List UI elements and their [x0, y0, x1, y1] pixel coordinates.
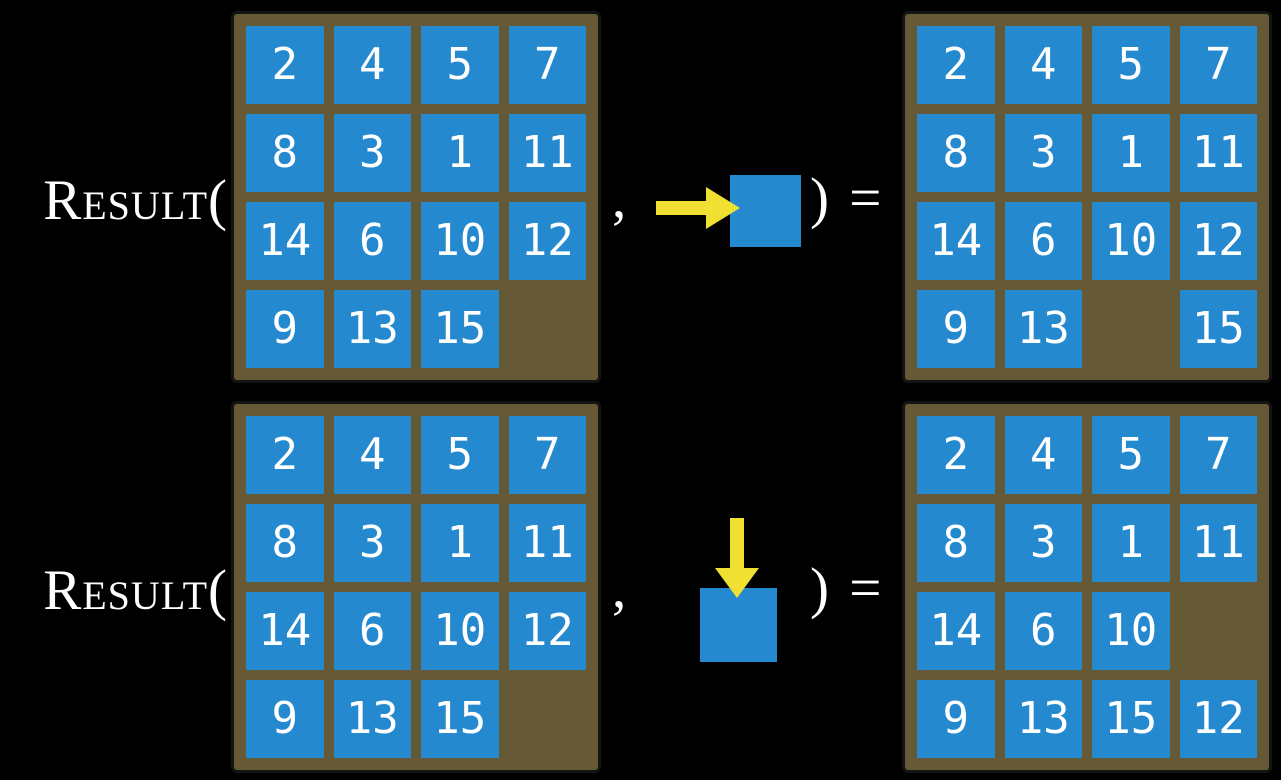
puzzle-tile: 9 [246, 290, 324, 368]
puzzle-tile: 11 [508, 504, 586, 582]
comma-separator: , [612, 557, 627, 620]
puzzle-tile: 5 [421, 26, 499, 104]
puzzle-tile: 14 [246, 202, 324, 280]
puzzle-tile: 10 [421, 592, 499, 670]
puzzle-tile: 8 [917, 504, 995, 582]
puzzle-tile: 2 [246, 416, 324, 494]
puzzle-tile: 7 [508, 26, 586, 104]
empty-cell [1092, 290, 1170, 368]
puzzle-tile: 13 [333, 290, 411, 368]
puzzle-tile: 10 [1092, 592, 1170, 670]
puzzle-tile: 9 [917, 290, 995, 368]
result-function-label: Result( [43, 169, 228, 232]
close-paren-equals: ) = [810, 557, 885, 620]
puzzle-tile: 8 [917, 114, 995, 192]
puzzle-tile: 1 [421, 114, 499, 192]
puzzle-tile: 4 [1004, 26, 1082, 104]
puzzle-tile: 12 [1179, 202, 1257, 280]
puzzle-tile: 7 [1179, 26, 1257, 104]
close-paren-equals: ) = [810, 167, 885, 230]
arrow-right-icon [656, 187, 740, 229]
puzzle-tile: 13 [1004, 290, 1082, 368]
comma-separator: , [612, 167, 627, 230]
result-function-label: Result( [43, 559, 228, 622]
puzzle-tile: 5 [421, 416, 499, 494]
puzzle-tile: 11 [508, 114, 586, 192]
puzzle-tile: 12 [1179, 680, 1257, 758]
puzzle-tile: 12 [508, 202, 586, 280]
empty-cell [1180, 592, 1258, 670]
tile-square-icon [730, 175, 801, 247]
puzzle-tile: 3 [1004, 504, 1082, 582]
empty-cell [509, 290, 587, 368]
puzzle-tile: 4 [333, 416, 411, 494]
puzzle-tile: 6 [333, 202, 411, 280]
puzzle-tile: 5 [1092, 26, 1170, 104]
puzzle-tile: 8 [246, 114, 324, 192]
arrow-down-icon [715, 518, 759, 598]
puzzle-tile: 13 [1004, 680, 1082, 758]
puzzle-tile: 3 [333, 504, 411, 582]
puzzle-tile: 15 [1179, 290, 1257, 368]
puzzle-tile: 15 [421, 680, 499, 758]
puzzle-tile: 3 [1004, 114, 1082, 192]
puzzle-tile: 6 [333, 592, 411, 670]
puzzle-tile: 3 [333, 114, 411, 192]
puzzle-tile: 14 [246, 592, 324, 670]
puzzle-tile: 13 [333, 680, 411, 758]
puzzle-tile: 6 [1004, 592, 1082, 670]
puzzle-tile: 9 [246, 680, 324, 758]
puzzle-tile: 2 [917, 416, 995, 494]
puzzle-tile: 12 [508, 592, 586, 670]
puzzle-tile: 10 [1092, 202, 1170, 280]
puzzle-tile: 11 [1179, 504, 1257, 582]
action-move-right [640, 168, 810, 258]
puzzle-tile: 4 [1004, 416, 1082, 494]
puzzle-tile: 9 [917, 680, 995, 758]
puzzle-tile: 4 [333, 26, 411, 104]
puzzle-tile: 1 [1092, 504, 1170, 582]
puzzle-tile: 10 [421, 202, 499, 280]
puzzle-tile: 15 [1092, 680, 1170, 758]
puzzle-tile: 15 [421, 290, 499, 368]
puzzle-tile: 11 [1179, 114, 1257, 192]
puzzle-tile: 7 [1179, 416, 1257, 494]
tile-square-icon [700, 588, 777, 662]
action-move-down [690, 512, 790, 664]
puzzle-tile: 2 [917, 26, 995, 104]
puzzle-tile: 7 [508, 416, 586, 494]
puzzle-tile: 1 [1092, 114, 1170, 192]
puzzle-tile: 14 [917, 592, 995, 670]
puzzle-tile: 1 [421, 504, 499, 582]
puzzle-tile: 8 [246, 504, 324, 582]
puzzle-tile: 6 [1004, 202, 1082, 280]
empty-cell [509, 680, 587, 758]
puzzle-tile: 5 [1092, 416, 1170, 494]
puzzle-tile: 14 [917, 202, 995, 280]
puzzle-tile: 2 [246, 26, 324, 104]
